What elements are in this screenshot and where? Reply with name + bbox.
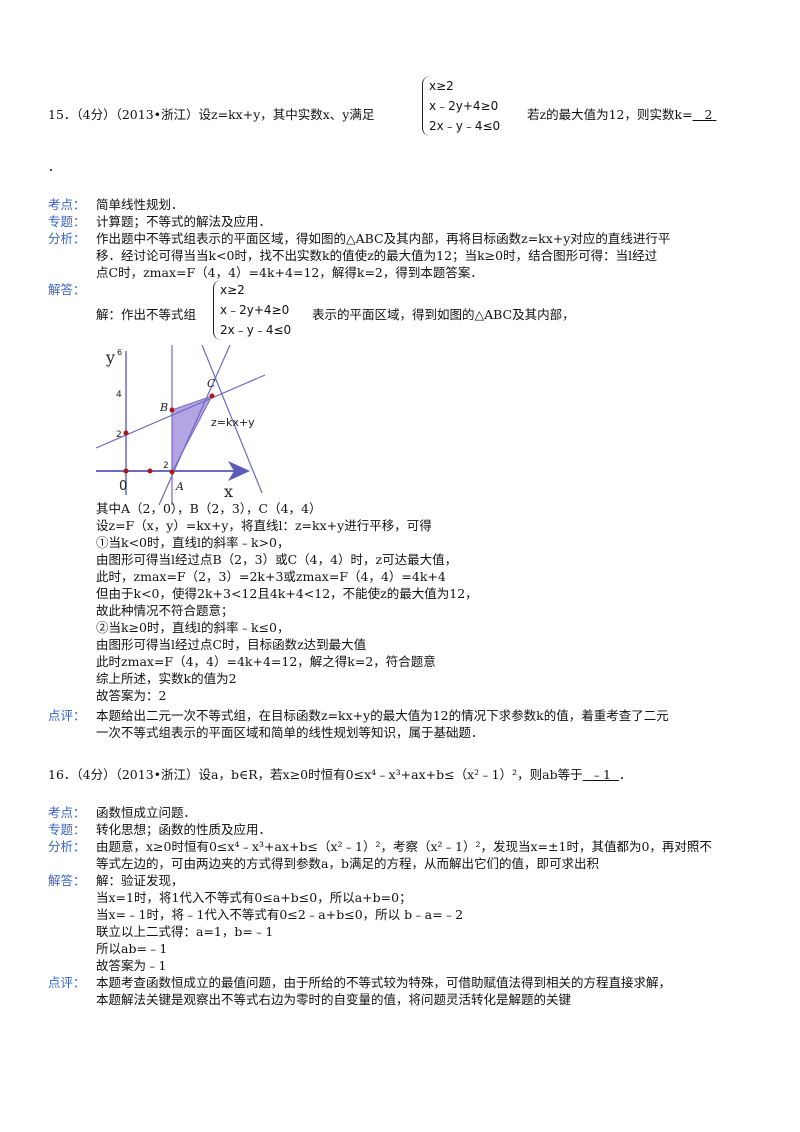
q15-dianping-line-2: 一次不等式组表示的平面区域和简单的线性规划等知识，属于基础题．	[96, 725, 484, 740]
q16-jieda-label: 解答：	[48, 873, 86, 888]
q15-sol-line-1: 其中A（2，0），B（2，3），C（4，4）	[96, 501, 322, 516]
q15-sol-line-3: ①当k<0时，直线l的斜率﹣k>0，	[96, 535, 290, 550]
q15-jie-post: 表示的平面区域，得到如图的△ABC及其内部，	[312, 307, 575, 322]
q16-sol-line-4: 联立以上二式得：a=1，b=﹣1	[96, 924, 274, 939]
q15-zhuanti-label: 专题：	[48, 214, 86, 229]
q16-sol-line-6: 故答案为﹣1	[96, 958, 167, 973]
graph-origin: 0	[119, 479, 127, 494]
q15-sys-line-2: x﹣2y+4≥0	[429, 99, 499, 113]
graph-y-sup: 6	[117, 348, 122, 357]
q15-tail-dot: ．	[48, 159, 61, 174]
q15-fenxi-line-2: 移．经讨论可得当当k<0时，找不出实数k的值使z的最大值为12；当k≥0时，结合…	[96, 248, 658, 263]
q15-sol-line-8: ②当k≥0时，直线l的斜率﹣k≤0，	[96, 620, 290, 635]
point-c	[209, 393, 215, 399]
line-2x-y-4	[158, 345, 231, 505]
q15-jieda-label: 解答：	[48, 282, 86, 297]
q15-sol-line-5: 此时，zmax=F（2，3）=2k+3或zmax=F（4，4）=4k+4	[96, 569, 446, 584]
q16-sol-line-3: 当x=﹣1时，将﹣1代入不等式有0≤2﹣a+b≤0，所以 b﹣a=﹣2	[96, 907, 464, 922]
q15-sol-line-2: 设z=F（x，y）=kx+y，将直线l：z=kx+y进行平移，可得	[96, 518, 432, 533]
q16-sol-line-2: 当x=1时，将1代入不等式有0≤a+b≤0，所以a+b=0；	[96, 890, 412, 905]
q15-stem: 15．（4分）（2013•浙江）设z=kx+y，其中实数x、y满足	[48, 104, 374, 123]
point-y2	[123, 430, 129, 436]
q16-tail-dot: ．	[618, 767, 632, 782]
q15-sol-line-7: 故此种情况不符合题意；	[96, 603, 234, 618]
graph-x-label: x	[224, 482, 233, 501]
q15-sol-line-4: 由图形可得当l经过点B（2，3）或C（4，4）时，z可达最大值，	[96, 552, 458, 567]
q16-fenxi-line-2: 等式左边的，可由两边夹的方式得到参数a，b满足的方程，从而解出它们的值，即可求出…	[96, 856, 599, 871]
point-a	[169, 469, 175, 475]
q15-dianping-line-1: 本题给出二元一次不等式组，在目标函数z=kx+y的最大值为12的情况下求参数k的…	[96, 708, 669, 723]
graph-tick-y2b: 2	[163, 461, 169, 471]
q15-sol-line-6: 但由于k<0，使得2k+3<12且4k+4<12，不能使z的最大值为12，	[96, 586, 478, 601]
q15-stem-pre: 15．（4分）（2013•浙江）设z=kx+y，其中实数x、y满足	[48, 107, 375, 122]
q15-fenxi-line-3: 点C时，zmax=F（4，4）=4k+4=12，解得k=2，得到本题答案．	[96, 265, 483, 280]
q15-sys2-line-3: 2x﹣y﹣4≤0	[220, 323, 292, 337]
q16-sol-line-5: 所以ab=﹣1	[96, 941, 168, 956]
line-x-2y-4	[95, 374, 266, 449]
q16-fenxi-line-1: 由题意，x≥0时恒有0≤x⁴﹣x³+ax+b≤（x²﹣1）²，考察（x²﹣1）²…	[96, 839, 712, 854]
q15-system: x≥2 x﹣2y+4≥0 2x﹣y﹣4≤0	[422, 76, 500, 136]
graph-tick-y4: 4	[116, 390, 122, 400]
q15-sol-line-9: 由图形可得当l经过点C时，目标函数z达到最大值	[96, 637, 367, 652]
graph-tick-y2: 2	[116, 430, 122, 440]
point-x-neg	[147, 468, 153, 474]
q15-answer: 2	[704, 107, 713, 122]
graph-line-label: z=kx+y	[211, 416, 255, 429]
q16-dianping-line-1: 本题考查函数恒成立的最值问题，由于所给的不等式较为特殊，可借助赋值法得到相关的方…	[96, 975, 672, 990]
q15-kaodian-label: 考点：	[48, 197, 86, 212]
graph-pt-b: B	[159, 401, 168, 414]
q15-dianping-label: 点评：	[48, 708, 86, 723]
q16-kaodian: 函数恒成立问题．	[96, 805, 197, 820]
line-z-kx-y	[201, 345, 263, 494]
q15-sol-line-11: 综上所述，实数k的值为2	[96, 671, 237, 686]
q15-jie-pre: 解：作出不等式组	[96, 307, 197, 322]
q15-stem-post-wrap: 若z的最大值为12，则实数k= 2	[527, 104, 716, 123]
q15-fenxi-line-1: 作出题中不等式组表示的平面区域，得如图的△ABC及其内部，再将目标函数z=kx+…	[96, 231, 671, 246]
q15-sys2-line-2: x﹣2y+4≥0	[220, 303, 290, 317]
q16-zhuanti: 转化思想；函数的性质及应用．	[96, 822, 272, 837]
q16-sol-line-1: 解：验证发现，	[96, 873, 184, 888]
q15-fenxi-label: 分析：	[48, 231, 86, 246]
point-origin	[123, 468, 129, 474]
q15-zhuanti: 计算题；不等式的解法及应用．	[96, 214, 272, 229]
q15-sys2-line-1: x≥2	[220, 283, 245, 297]
q15-sol-line-12: 故答案为：2	[96, 688, 167, 703]
q15-kaodian: 简单线性规划．	[96, 197, 184, 212]
q16-stem-wrap: 16．（4分）（2013•浙江）设a，b∈R，若x≥0时恒有0≤x⁴﹣x³+ax…	[48, 764, 631, 783]
q15-system-repeat: x≥2 x﹣2y+4≥0 2x﹣y﹣4≤0	[213, 280, 291, 340]
graph-y-label: y	[105, 348, 115, 367]
q16-zhuanti-label: 专题：	[48, 822, 86, 837]
q16-stem: 16．（4分）（2013•浙江）设a，b∈R，若x≥0时恒有0≤x⁴﹣x³+ax…	[48, 767, 583, 782]
q15-sys-line-3: 2x﹣y﹣4≤0	[429, 119, 501, 133]
q16-fenxi-label: 分析：	[48, 839, 86, 854]
q15-sys-line-1: x≥2	[429, 79, 454, 93]
q16-answer: ﹣1	[590, 767, 611, 782]
q15-feasible-region-graph: y 6 4 2 2 0 x A B C z=kx+y	[90, 345, 270, 505]
point-b	[169, 407, 175, 413]
q15-stem-post: 若z的最大值为12，则实数k=	[527, 107, 693, 122]
graph-pt-a: A	[175, 480, 184, 493]
q16-kaodian-label: 考点：	[48, 805, 86, 820]
q16-dianping-label: 点评：	[48, 975, 86, 990]
q15-sol-line-10: 此时zmax=F（4，4）=4k+4=12，解之得k=2，符合题意	[96, 654, 436, 669]
x-axis-arrow-icon	[228, 461, 250, 481]
q16-dianping-line-2: 本题解法关键是观察出不等式右边为零时的自变量的值，将问题灵活转化是解题的关键	[96, 992, 572, 1007]
graph-pt-c: C	[207, 377, 216, 390]
